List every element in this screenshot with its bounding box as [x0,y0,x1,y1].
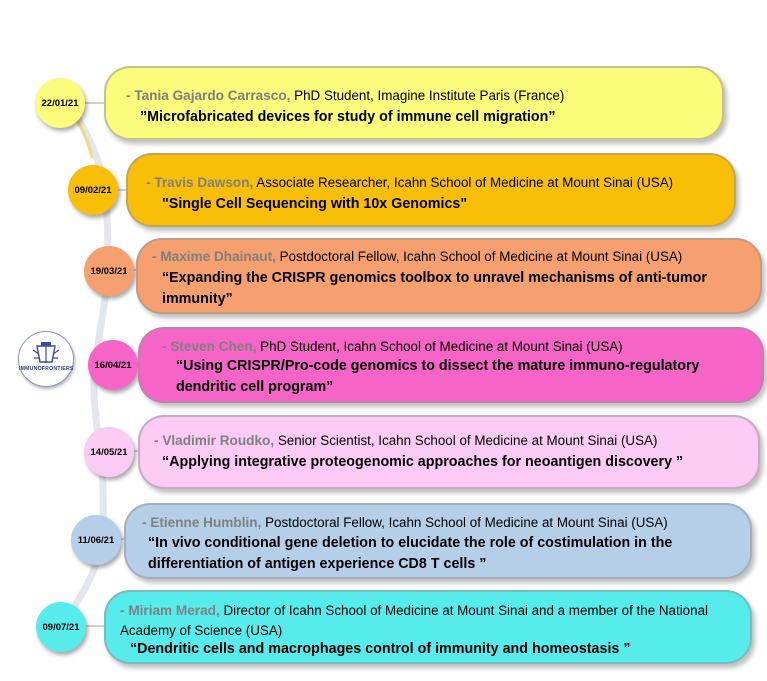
speaker-name: Miriam Merad, [128,603,220,618]
speaker-prefix: - [152,249,161,264]
speaker-role: Postdoctoral Fellow, Icahn School of Med… [261,515,668,530]
event-card: - Travis Dawson, Associate Researcher, I… [126,153,736,227]
speaker-prefix: - [162,339,171,354]
talk-title: “Expanding the CRISPR genomics toolbox t… [162,270,707,307]
speaker-prefix: - [146,175,155,190]
event-date: 09/02/21 [74,184,112,196]
event-date: 22/01/21 [41,97,79,109]
talk-title: “Dendritic cells and macrophages control… [130,641,631,657]
speaker-name: Maxime Dhainaut, [160,249,276,264]
speaker-prefix: - [120,603,129,618]
speaker-role: Director of Icahn School of Medicine at … [120,603,708,638]
talk-title: ”Microfabricated devices for study of im… [140,109,556,125]
date-dot: 16/04/21 [88,340,138,390]
event-card: - Steven Chen, PhD Student, Icahn School… [138,327,764,403]
event-date: 11/06/21 [77,534,115,546]
logo-text: IMMUNOFRONTIERS [19,366,74,372]
event-date: 14/05/21 [90,446,128,458]
talk-title: "Single Cell Sequencing with 10x Genomic… [162,196,468,212]
event-card: - Vladimir Roudko, Senior Scientist, Ica… [138,415,760,489]
speaker-prefix: - [142,515,151,530]
talk-title: “In vivo conditional gene deletion to el… [148,535,673,572]
date-dot: 09/02/21 [68,165,118,215]
event-card: - Tania Gajardo Carrasco, PhD Student, I… [104,66,724,140]
talk-title: “Using CRISPR/Pro-code genomics to disse… [176,358,700,395]
event-card: - Miriam Merad, Director of Icahn School… [104,590,752,664]
speaker-name: Travis Dawson, [154,175,254,190]
speaker-name: Etienne Humblin, [150,515,262,530]
speaker-role: Senior Scientist, Icahn School of Medici… [274,433,658,448]
date-dot: 14/05/21 [84,427,134,477]
event-date: 19/03/21 [90,265,128,277]
date-dot: 22/01/21 [35,78,85,128]
speaker-role: Associate Researcher, Icahn School of Me… [253,175,674,190]
talk-title: “Applying integrative proteogenomic appr… [162,454,684,470]
speaker-role: Postdoctoral Fellow, Icahn School of Med… [275,249,683,264]
speaker-prefix: - [154,433,163,448]
speaker-name: Vladimir Roudko, [162,433,275,448]
speaker-role: PhD Student, Imagine Institute Paris (Fr… [290,88,565,103]
immunofrontiers-logo: IMMUNOFRONTIERS [18,331,74,387]
date-dot: 11/06/21 [71,515,121,565]
speaker-name: Steven Chen, [170,339,257,354]
event-date: 16/04/21 [94,359,132,371]
speaker-role: PhD Student, Icahn School of Medicine at… [256,339,623,354]
event-card: - Maxime Dhainaut, Postdoctoral Fellow, … [136,238,762,314]
event-card: - Etienne Humblin, Postdoctoral Fellow, … [124,503,752,579]
speaker-prefix: - [126,88,135,103]
date-dot: 09/07/21 [36,602,86,652]
seminar-emblem-icon [32,342,60,363]
date-dot: 19/03/21 [84,246,134,296]
speaker-name: Tania Gajardo Carrasco, [134,88,291,103]
event-date: 09/07/21 [42,621,80,633]
